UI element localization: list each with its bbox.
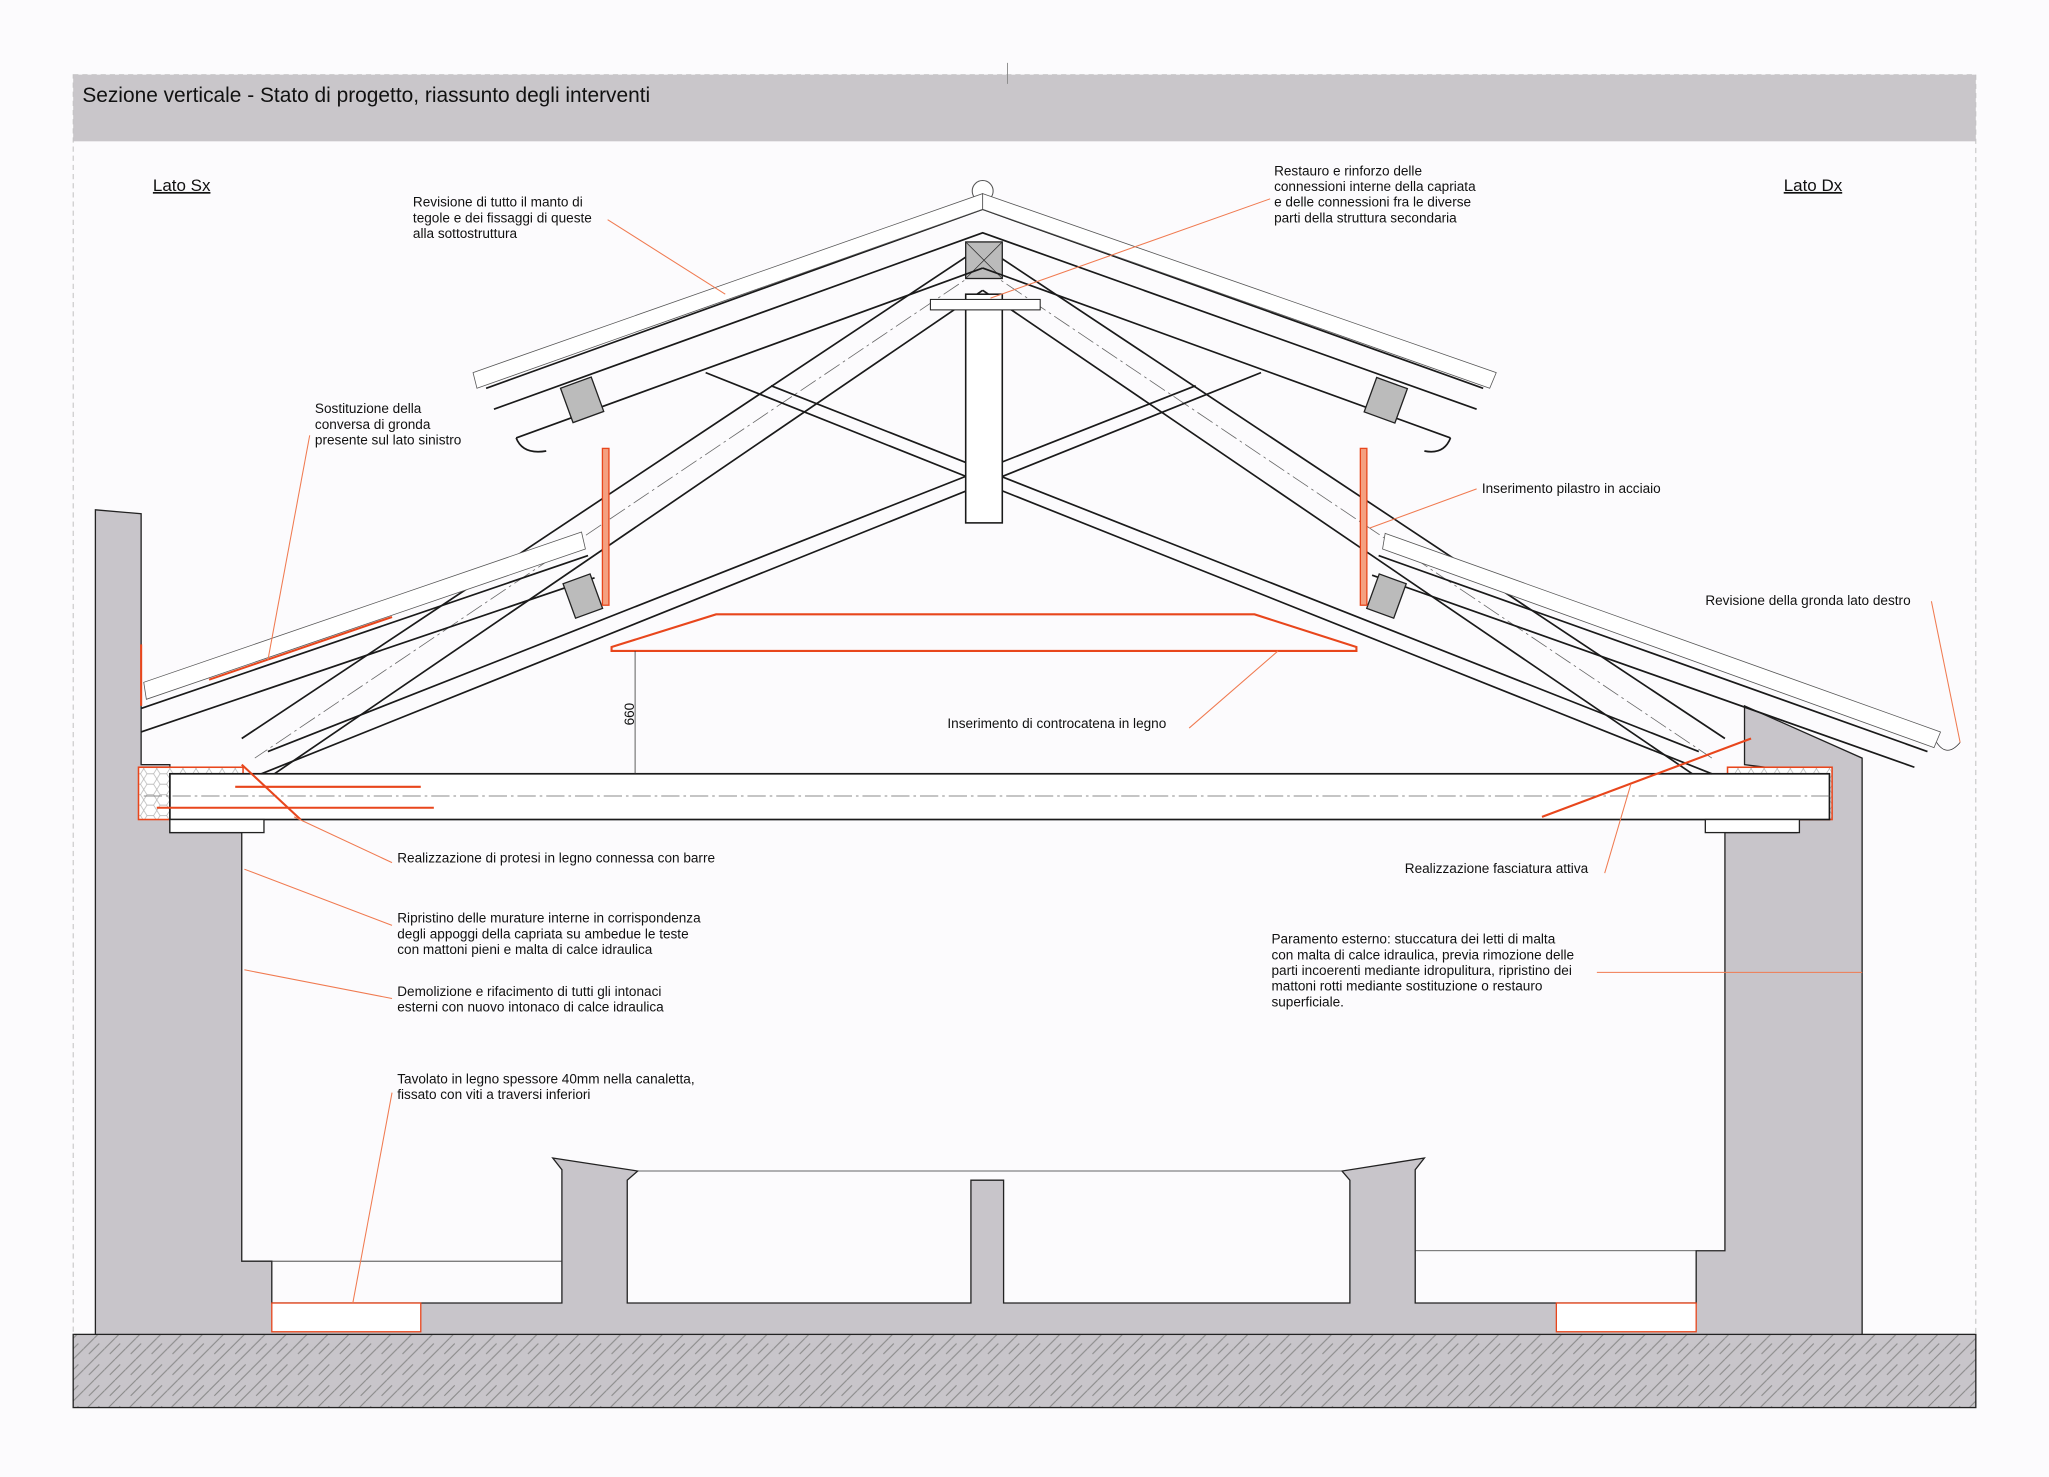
note-tavolato: Tavolato in legno spessore 40mm nella ca… bbox=[397, 1071, 694, 1102]
title-bar bbox=[73, 74, 1976, 142]
note-fasciatura: Realizzazione fasciatura attiva bbox=[1405, 861, 1589, 876]
drawing-title: Sezione verticale - Stato di progetto, r… bbox=[82, 84, 650, 107]
note-murature: Ripristino delle murature interne in cor… bbox=[397, 911, 701, 957]
note-controcatena: Inserimento di controcatena in legno bbox=[947, 716, 1166, 731]
side-roofs bbox=[140, 531, 1961, 769]
note-gronda: Revisione della gronda lato destro bbox=[1705, 593, 1910, 608]
label-lato-sx: Lato Sx bbox=[153, 176, 211, 195]
note-intonaci: Demolizione e rifacimento di tutti gli i… bbox=[397, 984, 664, 1015]
ground-hatch bbox=[72, 1333, 1977, 1409]
svg-text:660: 660 bbox=[622, 702, 637, 725]
dimension-660: 660 bbox=[622, 650, 637, 774]
note-pilastro: Inserimento pilastro in acciaio bbox=[1482, 481, 1661, 496]
note-protesi: Realizzazione di protesi in legno connes… bbox=[397, 851, 715, 866]
leader-lines bbox=[244, 198, 1961, 1304]
note-paramento: Paramento esterno: stuccatura dei letti … bbox=[1271, 932, 1574, 1010]
tie-beam bbox=[143, 772, 1831, 834]
label-lato-dx: Lato Dx bbox=[1784, 176, 1843, 195]
upper-roof bbox=[472, 179, 1497, 453]
interventions bbox=[140, 447, 1752, 821]
sheet-frame bbox=[72, 74, 1977, 1409]
